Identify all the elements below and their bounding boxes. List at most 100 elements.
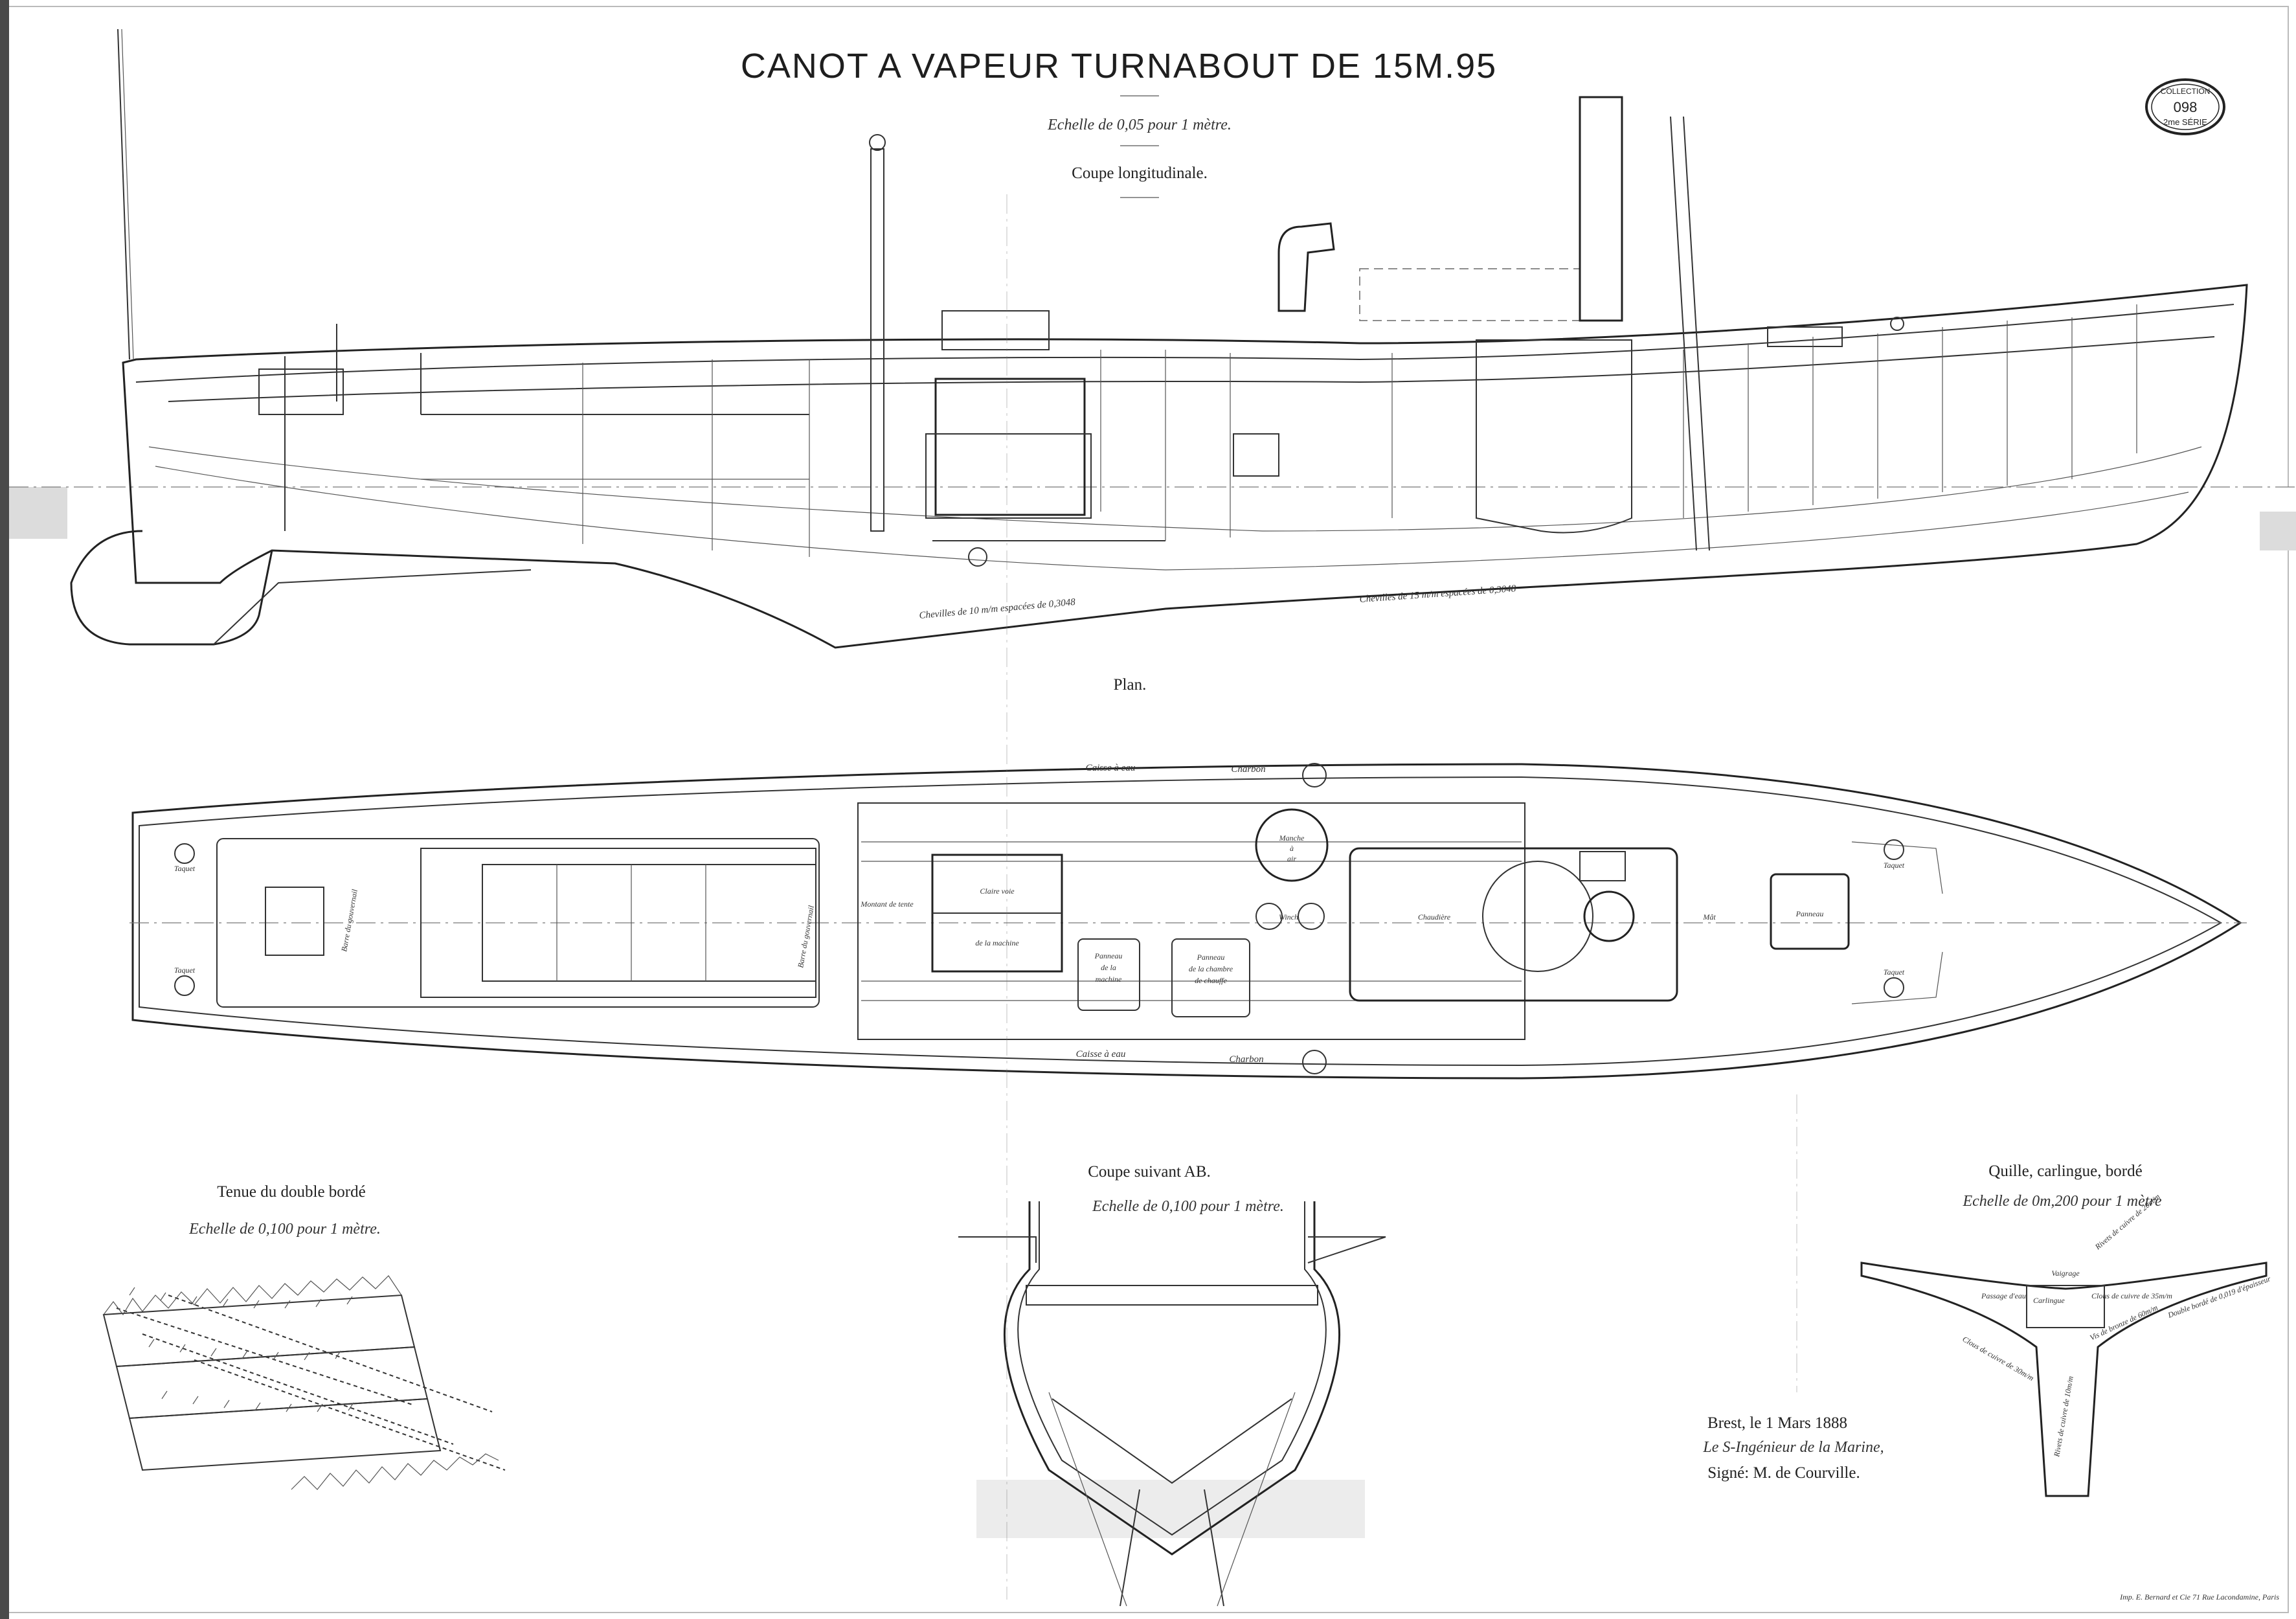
tenue-scale: Echelle de 0,100 pour 1 mètre. <box>188 1221 381 1238</box>
rivets2-label: Rivets de cuivre de 10m/m <box>2052 1376 2075 1458</box>
keelson-line <box>155 466 2189 571</box>
frames <box>582 304 2137 557</box>
torn-edge-bottom <box>291 1453 499 1490</box>
bolts-left-label: Chevilles de 10 m/m espacées de 0,3048 <box>919 597 1076 621</box>
carlingue-label: Carlingue <box>2033 1296 2065 1305</box>
mast <box>1670 116 1697 551</box>
manche-label-3: air <box>1287 854 1296 863</box>
keel-sides <box>1120 1489 1224 1607</box>
vaigrage-label: Vaigrage <box>2051 1269 2080 1278</box>
chaudiere-label: Chaudière <box>1418 912 1451 922</box>
skeg <box>213 569 532 645</box>
quille-title: Quille, carlingue, bordé <box>1988 1162 2142 1180</box>
cockpit-grating <box>482 864 816 982</box>
deck-planks <box>861 841 1522 1001</box>
mat-label: Mât <box>1702 912 1716 922</box>
plan-title: Plan. <box>1114 676 1147 694</box>
bow-bollard <box>1890 317 1904 331</box>
funnel-plan <box>1583 890 1635 942</box>
engine-skylight <box>941 310 1050 350</box>
plank-3 <box>128 1398 442 1471</box>
bow-bollard-bottom <box>1884 977 1904 998</box>
tiller-box <box>258 368 344 415</box>
section-deck-beam <box>1026 1285 1318 1306</box>
forward-hatch <box>1767 326 1843 347</box>
rudder-box <box>265 887 324 956</box>
engine-room <box>857 802 1525 1040</box>
caisse-bottom-label: Caisse à eau <box>1076 1049 1126 1059</box>
tent-post-knob <box>869 134 886 151</box>
engine-block <box>934 378 1086 516</box>
mast-inner <box>1683 116 1710 551</box>
manche-label-2: à <box>1290 844 1294 853</box>
section-hull-inner <box>1017 1201 1327 1536</box>
winch-label: Winch <box>1279 912 1298 922</box>
engine-cylinder <box>925 433 1092 519</box>
sheer-inner <box>135 304 2234 383</box>
stamp-line1: COLLECTION <box>2161 87 2211 96</box>
air-vent <box>1277 222 1335 312</box>
section-water <box>976 1480 1365 1538</box>
flagstaff <box>117 28 130 360</box>
panneau-avant-label: Panneau <box>1795 909 1824 918</box>
signature-date: Brest, le 1 Mars 1888 <box>1707 1414 1847 1432</box>
cradle-lines <box>1048 1392 1296 1607</box>
caisse-top-label: Caisse à eau <box>1086 763 1136 773</box>
vis-label: Vis de bronze de 60m/m <box>2088 1303 2159 1342</box>
deck-outline <box>131 763 2242 1080</box>
stern-bollard-top <box>174 843 195 864</box>
taquet-left-top: Taquet <box>174 864 196 873</box>
hull-profile <box>122 284 2248 649</box>
forward-hatch-plan <box>1770 873 1850 950</box>
signature-block: Brest, le 1 Mars 1888 Le S-Ingénieur de … <box>1702 1414 1884 1482</box>
claire-voie-label-2: de la machine <box>975 938 1019 947</box>
barre-label-2: Barre du gouvernail <box>796 904 816 968</box>
plan-view: Caisse à eau Charbon Caisse à eau Charbo… <box>129 763 2247 1080</box>
panneau-chauffe-2: de la chambre <box>1189 964 1233 973</box>
torn-edge-top <box>103 1275 402 1316</box>
taquet-right-bottom: Taquet <box>1884 968 1905 977</box>
water-stern <box>9 487 67 539</box>
shaft-bearing <box>968 547 987 567</box>
section-gunwales <box>958 1236 1386 1263</box>
stamp-number: 098 <box>2174 99 2198 115</box>
coal-scuttle-top <box>1302 763 1327 787</box>
clous2-label: Clous de cuivre de 30m/m <box>1961 1334 2036 1383</box>
coupe-ab-scale: Echelle de 0,100 pour 1 mètre. <box>1092 1198 1284 1215</box>
deck-inner-outline <box>139 776 2223 1067</box>
stern-bollard-bottom <box>174 975 195 996</box>
air-vent-plan <box>1255 808 1329 882</box>
tent-post-aft <box>870 148 884 532</box>
bow-bollard-top <box>1884 839 1904 860</box>
stokehold-hatch <box>1171 938 1250 1017</box>
aft-cockpit <box>216 838 820 1008</box>
panneau-chauffe-3: de chauffe <box>1195 976 1227 985</box>
claire-voie-label-1: Claire voie <box>980 887 1015 896</box>
plank-2 <box>115 1346 429 1420</box>
panneau-machine-1: Panneau <box>1094 951 1123 960</box>
clous1-label: Clous de cuivre de 35m/m <box>2091 1291 2172 1300</box>
quille-scale: Echelle de 0m,200 pour 1 mètre <box>1962 1193 2161 1210</box>
boiler-top <box>1482 861 1593 972</box>
plank-1 <box>102 1294 416 1368</box>
stamp-line2: 2me SÉRIE <box>2163 117 2207 127</box>
double-planking-detail <box>102 1275 506 1490</box>
boiler-casing <box>1349 847 1678 1002</box>
tenue-title: Tenue du double bordé <box>217 1183 365 1201</box>
boiler-dashed-outline <box>1359 268 1581 321</box>
rivet-marks <box>129 1287 354 1412</box>
coal-scuttle-bottom <box>1302 1050 1327 1074</box>
bolts-right-label: Chevilles de 15 m/m espacées de 0,3048 <box>1359 583 1516 605</box>
panneau-machine-3: machine <box>1096 975 1122 984</box>
forepeak-bulkhead <box>1851 841 1943 1004</box>
flagstaff-inner <box>121 28 134 360</box>
charbon-top-label: Charbon <box>1231 764 1265 775</box>
grating-bars <box>556 865 706 981</box>
diagonal-strakes <box>116 1295 506 1471</box>
double-bord-label: Double bordé de 0,019 d'épaisseur <box>2166 1274 2272 1320</box>
floor-line <box>148 446 2202 532</box>
keelson-block <box>2026 1285 2105 1328</box>
longitudinal-section: Chevilles de 10 m/m espacées de 0,3048 C… <box>9 28 2296 649</box>
engine-hatch <box>1077 938 1140 1011</box>
collection-stamp: COLLECTION 098 2me SÉRIE <box>2145 78 2225 135</box>
